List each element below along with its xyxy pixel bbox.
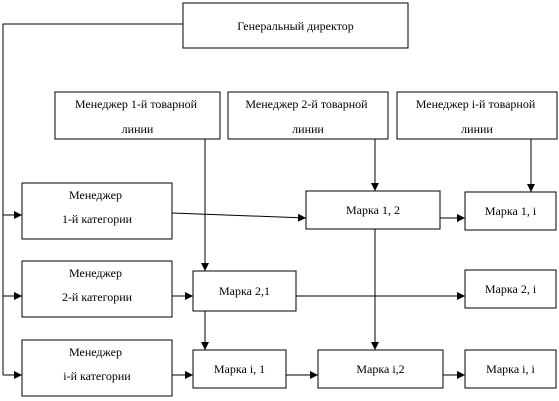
brand-2-i-box: Марка 2, i <box>464 269 557 309</box>
svg-text:Менеджер i-й товарной: Менеджер i-й товарной линии <box>416 97 539 136</box>
svg-text:Менеджер 2-й товарной: Менеджер 2-й товарной линии <box>245 97 370 136</box>
brand-i-2-box: Марка i,2 <box>317 349 444 389</box>
category-manager-1-box: Менеджер 1-й категории <box>21 182 173 240</box>
brand-i-1-box: Марка i, 1 <box>192 349 287 389</box>
brand-1-2-box: Марка 1, 2 <box>305 190 441 230</box>
svg-text:Менеджер 1-й товарной: Менеджер 1-й товарной линии <box>75 97 200 136</box>
product-line-manager-2-box: Менеджер 2-й товарной линии <box>227 91 389 140</box>
svg-text:Марка 2,1: Марка 2,1 <box>219 284 270 298</box>
svg-text:Менеджер 1-й категории: Менеджер 1-й категории <box>62 188 133 226</box>
brand-1-i-box: Марка 1, i <box>464 191 557 231</box>
general-director-box: Генеральный директор <box>182 2 409 49</box>
svg-text:Менеджер 2-й категории: Менеджер 2-й категории <box>62 266 133 304</box>
category-manager-2-box: Менеджер 2-й категории <box>21 260 173 318</box>
svg-text:Марка i, i: Марка i, i <box>486 362 535 376</box>
svg-text:Менеджер i-й категории: Менеджер i-й категории <box>63 345 131 383</box>
category-manager-i-box: Менеджер i-й категории <box>21 339 173 397</box>
connector-director-left-bus <box>2 23 183 375</box>
svg-text:Генеральный директор: Генеральный директор <box>237 19 354 33</box>
connectors <box>2 23 535 379</box>
svg-text:Марка 1, i: Марка 1, i <box>485 204 537 218</box>
svg-text:Марка i,2: Марка i,2 <box>356 362 404 376</box>
svg-text:Марка i, 1: Марка i, 1 <box>214 362 265 376</box>
brand-2-1-box: Марка 2,1 <box>192 270 297 312</box>
connector-category-1-to-brand-1-2 <box>171 212 307 222</box>
product-line-manager-1-box: Менеджер 1-й товарной линии <box>54 91 221 140</box>
product-line-manager-i-box: Менеджер i-й товарной линии <box>396 91 558 140</box>
svg-text:Марка 1, 2: Марка 1, 2 <box>346 203 400 217</box>
svg-text:Марка 2, i: Марка 2, i <box>485 282 537 296</box>
brand-i-i-box: Марка i, i <box>464 349 557 389</box>
